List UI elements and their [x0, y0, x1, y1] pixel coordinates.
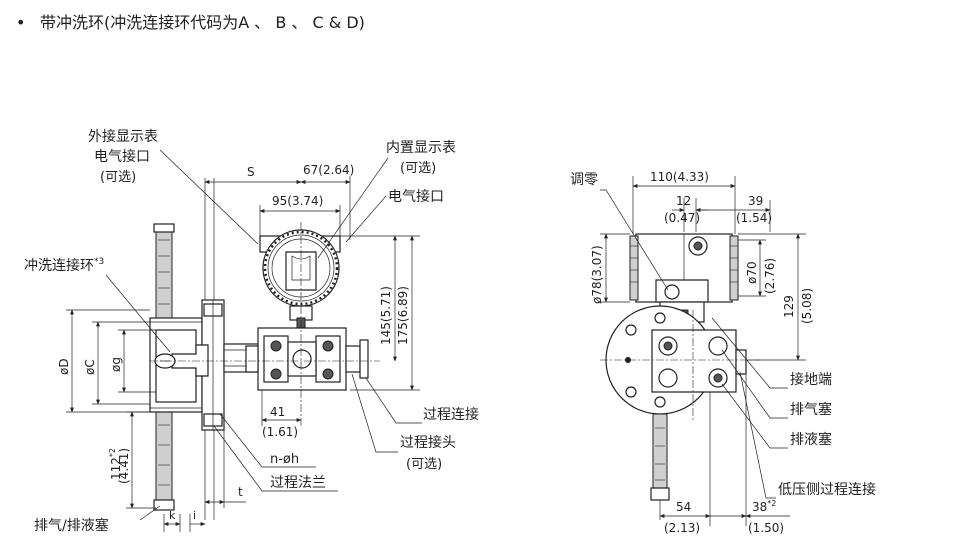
dim-38-in: (1.50)	[748, 521, 784, 535]
transmitter-housing	[259, 229, 341, 329]
callout-holes: n-øh	[270, 452, 299, 467]
dim-129: 129	[782, 295, 796, 318]
dim-67: 67(2.64)	[303, 163, 354, 177]
dim-41: 41	[270, 405, 285, 419]
left-view: S 67(2.64) 95(3.74) 145(5.71) 175(6.89) …	[24, 128, 479, 534]
dim-oc: øC	[83, 359, 97, 375]
callout-process-adapter-1: 过程接头	[400, 434, 456, 451]
dim-38: 38*2	[752, 499, 776, 514]
callout-drain-plug: 排液塞	[790, 431, 832, 448]
callout-flush-ring: 冲洗连接环*3	[24, 257, 104, 274]
callout-process-adapter-2: (可选)	[406, 457, 442, 472]
dim-12: 12	[676, 194, 691, 208]
dim-54-in: (2.13)	[664, 521, 700, 535]
heading: • 带冲洗环(冲洗连接环代码为A 、 B 、 C & D)	[16, 13, 365, 32]
dim-og: øg	[109, 357, 123, 372]
vent-rod-top	[153, 223, 175, 321]
dim-129-in: (5.08)	[800, 288, 814, 324]
dim-od: øD	[57, 358, 71, 375]
dim-39-in: (1.54)	[736, 211, 772, 225]
dim-54: 54	[676, 500, 691, 514]
dim-112: 112*2	[108, 448, 123, 480]
dim-95: 95(3.74)	[272, 194, 323, 208]
heading-bullet: •	[16, 13, 25, 32]
dim-175: 175(6.89)	[396, 286, 410, 345]
flange-disk	[600, 305, 760, 420]
callout-vent-drain: 排气/排液塞	[34, 517, 109, 534]
dim-78: ø78(3.07)	[590, 245, 604, 304]
process-flange	[201, 299, 225, 431]
callout-int-indicator-1: 内置显示表	[386, 140, 456, 156]
callout-process-flange: 过程法兰	[270, 475, 326, 491]
callout-ext-indicator-1: 外接显示表	[88, 128, 158, 145]
callout-ext-indicator-3: (可选)	[100, 170, 136, 185]
drain-rod-right	[650, 413, 670, 520]
callout-int-indicator-2: (可选)	[400, 161, 436, 176]
dim-70: ø70	[745, 261, 759, 284]
callout-vent-plug: 排气塞	[790, 401, 832, 418]
callout-ext-indicator-2: 电气接口	[94, 148, 150, 165]
dim-70-in: (2.76)	[763, 258, 777, 294]
dim-41-in: (1.61)	[262, 425, 298, 439]
callout-low-side: 低压侧过程连接	[778, 481, 876, 498]
dim-110: 110(4.33)	[650, 170, 709, 184]
callout-zero: 调零	[570, 172, 598, 188]
callout-process-conn: 过程连接	[423, 406, 479, 423]
drain-rod-bottom	[153, 409, 175, 511]
heading-text: 带冲洗环(冲洗连接环代码为A 、 B 、 C & D)	[40, 13, 365, 32]
dim-k: k	[169, 509, 176, 522]
callout-ground: 接地端	[790, 371, 832, 388]
dim-t: t	[238, 485, 243, 499]
dim-12-in: (0.47)	[664, 211, 700, 225]
dim-112-in: (4.41)	[117, 448, 131, 484]
dim-145: 145(5.71)	[379, 286, 393, 345]
dim-39: 39	[748, 194, 763, 208]
right-view: 110(4.33) 12 (0.47) 39 (1.54) ø78(3.07) …	[570, 170, 876, 535]
dim-s: S	[247, 165, 255, 179]
dim-i: i	[193, 509, 196, 522]
callout-electrical: 电气接口	[388, 188, 444, 205]
capsule	[245, 327, 369, 391]
